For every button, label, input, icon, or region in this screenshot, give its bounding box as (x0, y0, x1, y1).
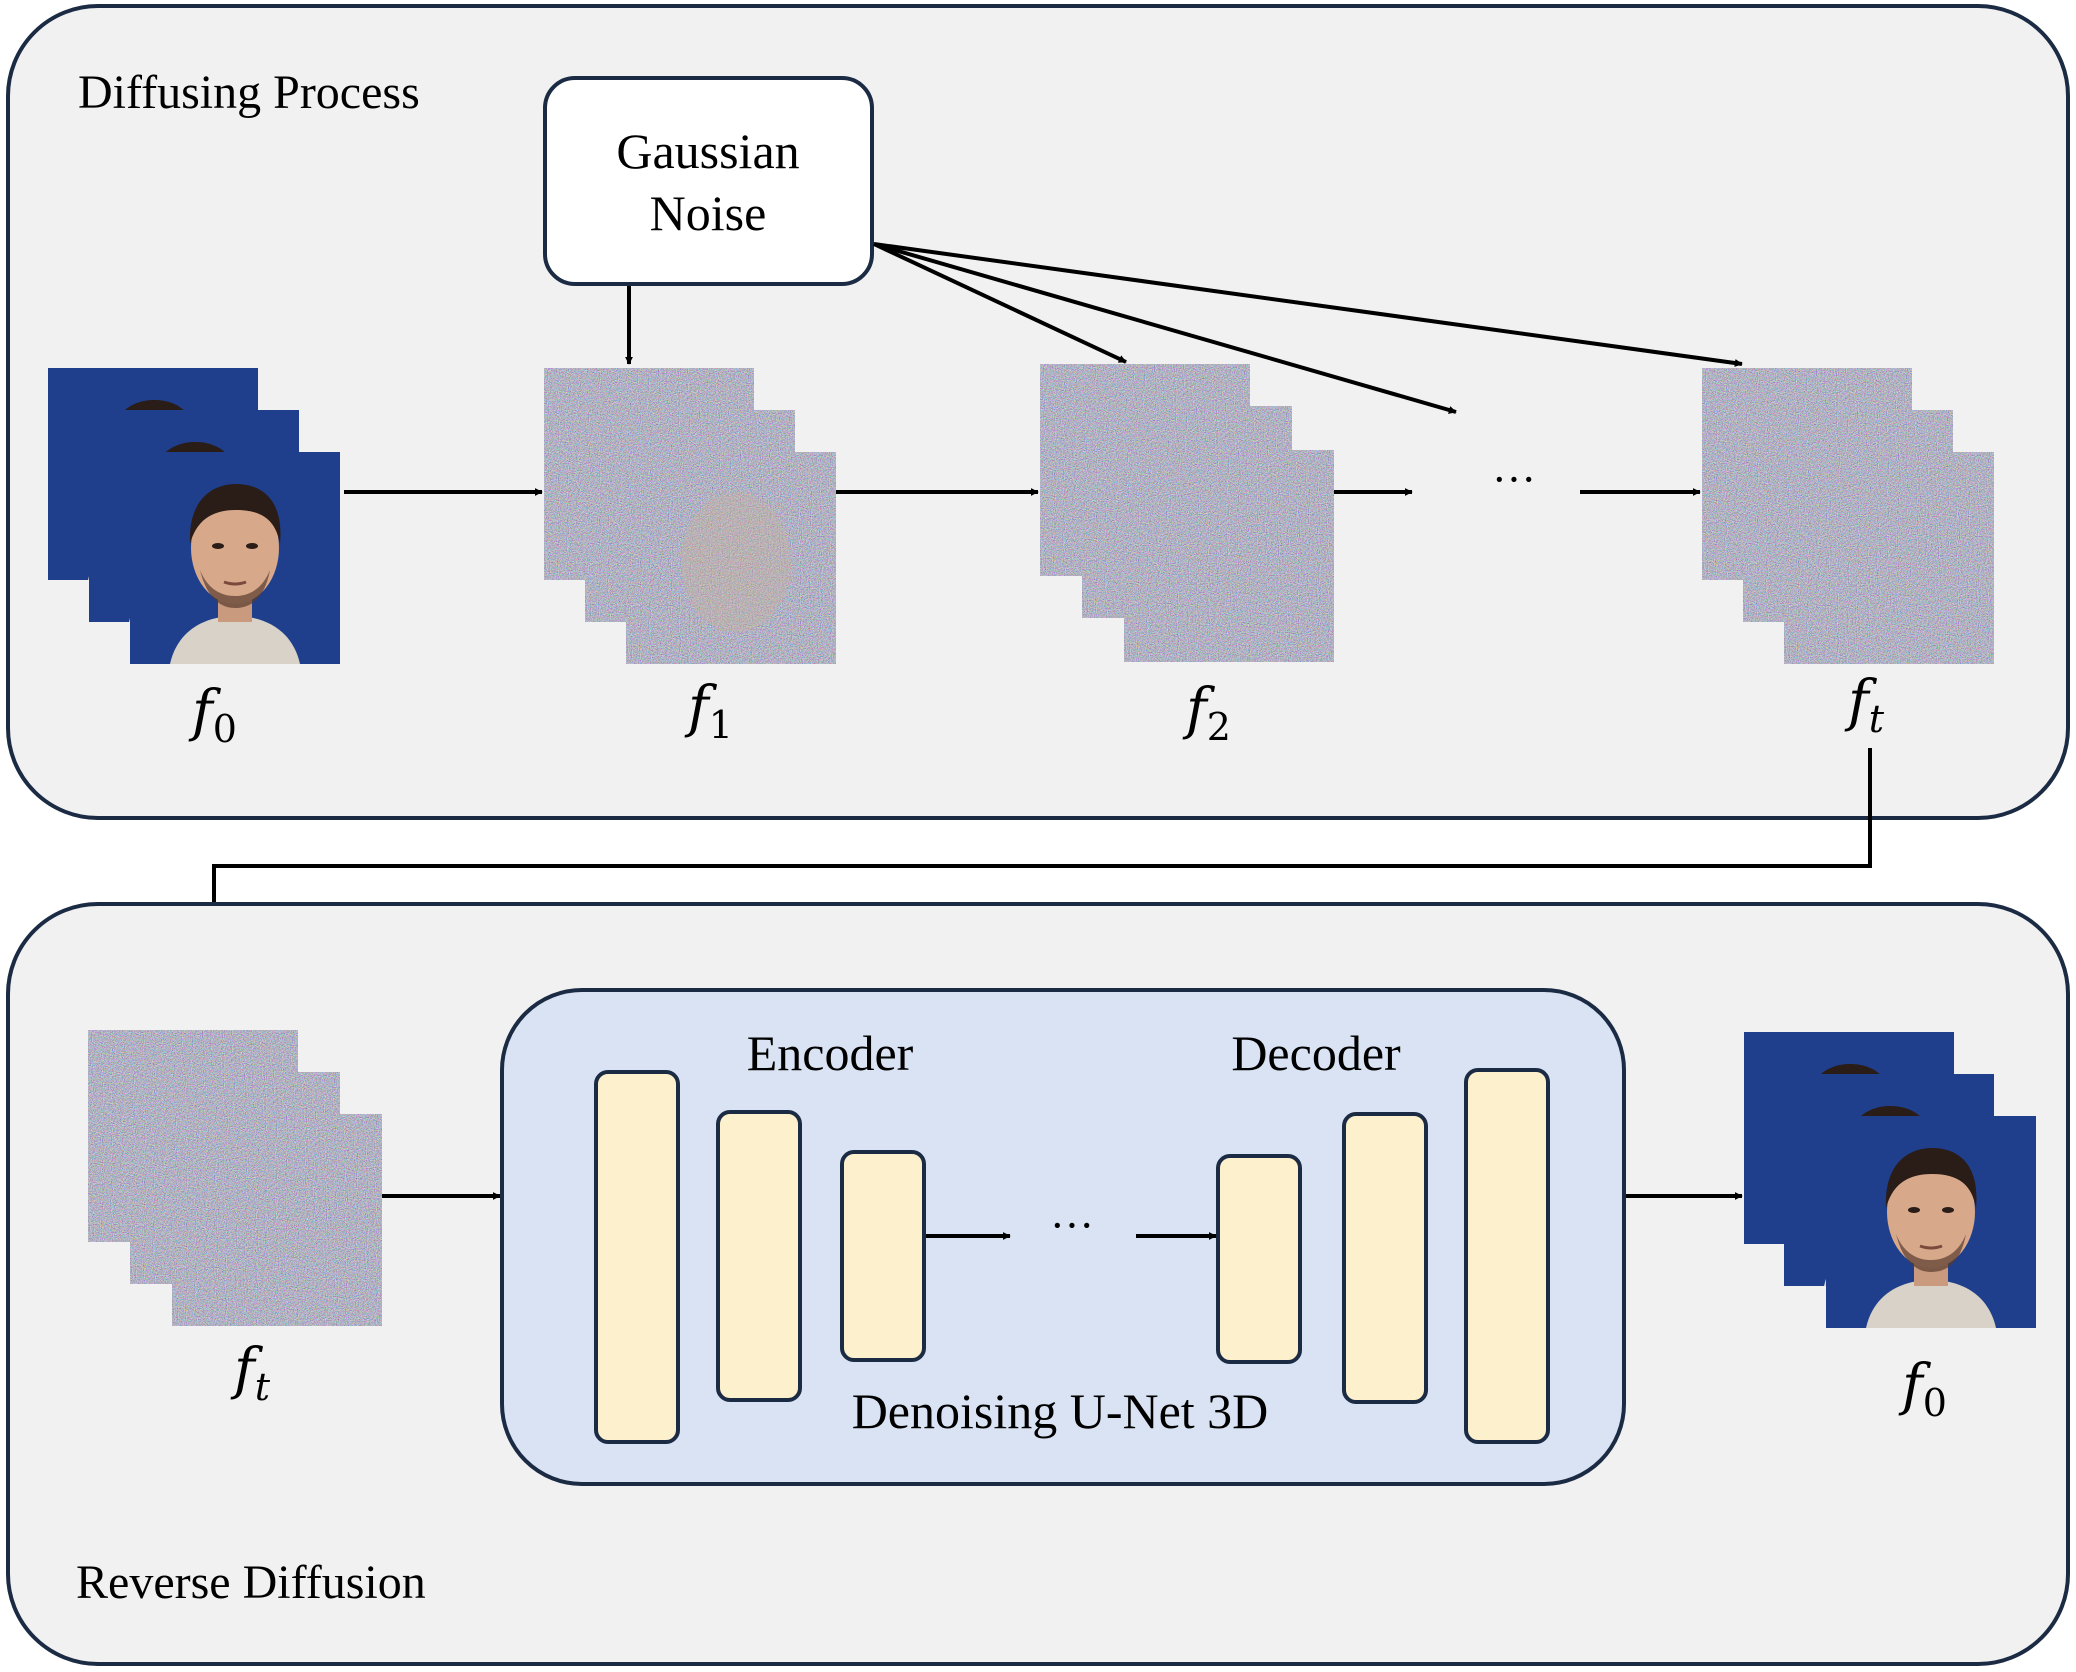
face-frame (1826, 1116, 2036, 1328)
noisy-frame (626, 452, 836, 664)
noise-arrow-to-ellipsis (873, 242, 1457, 414)
f0-output-face-stack (1744, 1032, 2036, 1328)
gaussian-noise-label-line1: Gaussian (616, 123, 799, 179)
noisy-frame (1784, 452, 1994, 664)
diffusing-process-title: Diffusing Process (78, 66, 420, 119)
unet-ellipsis: ··· (1050, 1201, 1094, 1250)
unet-title: Denoising U-Net 3D (852, 1383, 1269, 1439)
decoder-block-2 (1342, 1112, 1428, 1404)
ft-noisy-frame-stack-top (1702, 368, 1994, 664)
encoder-block-2 (716, 1110, 802, 1402)
gaussian-noise-label-line2: Noise (650, 185, 767, 241)
encoder-block-1 (594, 1070, 680, 1444)
noise-arrow-to-f2 (873, 242, 1127, 364)
top-ellipsis: ··· (1492, 455, 1536, 504)
noisy-frame (172, 1114, 382, 1326)
ft-noisy-frame-stack-bottom (88, 1030, 382, 1326)
label-f0-bottom: f0 (1898, 1353, 1947, 1425)
label-ft-bottom: ft (230, 1337, 271, 1409)
decoder-block-3 (1464, 1068, 1550, 1444)
gaussian-noise-box (543, 76, 874, 286)
decoder-block-1 (1216, 1154, 1302, 1364)
decoder-label: Decoder (1231, 1025, 1401, 1081)
f0-input-face-stack (48, 368, 340, 664)
encoder-block-3 (840, 1150, 926, 1362)
f2-noisy-frame-stack (1040, 364, 1334, 662)
face-frame (130, 452, 340, 664)
noisy-frame (1124, 450, 1334, 662)
encoder-label: Encoder (747, 1025, 914, 1081)
diffusing-process-panel (6, 4, 2070, 820)
f1-noisy-frame-stack (544, 368, 836, 664)
noise-arrow-to-ft (873, 242, 1743, 367)
reverse-diffusion-title: Reverse Diffusion (76, 1556, 426, 1609)
label-f2: f2 (1182, 677, 1231, 749)
